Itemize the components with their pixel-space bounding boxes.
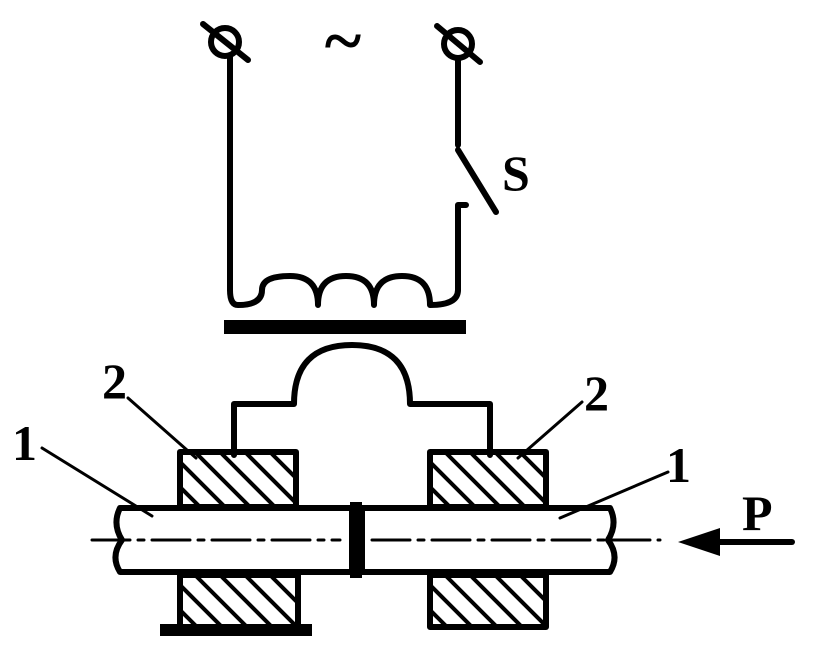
- electrode-lower-left: [177, 572, 301, 630]
- primary-winding: [227, 273, 461, 308]
- label-electrode-right: 2: [584, 365, 609, 421]
- wire-right-lower: [455, 202, 469, 293]
- label-workpiece-left: 1: [12, 415, 37, 471]
- label-workpiece-right: 1: [666, 437, 691, 493]
- force-label: P: [742, 485, 773, 541]
- weld-joint: [350, 502, 362, 578]
- leader-electrode-right: [516, 400, 584, 460]
- switch-blade: [455, 147, 499, 215]
- secondary-loop: [231, 342, 493, 458]
- workpiece-rod-left: [112, 505, 355, 575]
- leader-workpiece-right: [558, 470, 670, 520]
- label-electrode-left: 2: [102, 353, 127, 409]
- transformer-core: [224, 320, 466, 334]
- workpiece-rod-right: [359, 505, 618, 575]
- force-arrow: [678, 528, 795, 556]
- ac-terminal-left: [200, 21, 251, 63]
- electrode-upper-left: [177, 449, 299, 510]
- base-plate: [160, 624, 312, 636]
- switch-label: S: [502, 145, 530, 201]
- leader-workpiece-left: [40, 446, 154, 518]
- leader-electrode-left: [126, 396, 198, 460]
- electrode-upper-right: [427, 449, 549, 510]
- ac-symbol: ~: [325, 3, 361, 80]
- electrode-lower-right: [427, 572, 549, 630]
